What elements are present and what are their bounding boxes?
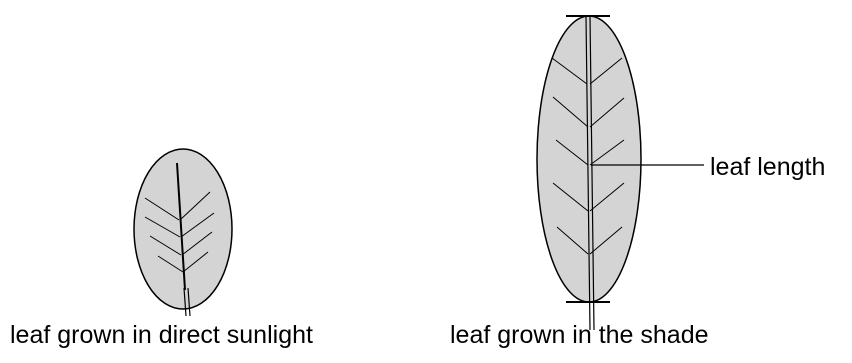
sun-leaf	[134, 149, 232, 316]
sun-leaf-blade	[134, 149, 232, 309]
leaf-length-label: leaf length	[710, 155, 825, 180]
shade-leaf	[537, 16, 641, 330]
sun-leaf-caption: leaf grown in direct sunlight	[10, 323, 313, 348]
shade-leaf-caption: leaf grown in the shade	[450, 323, 709, 348]
